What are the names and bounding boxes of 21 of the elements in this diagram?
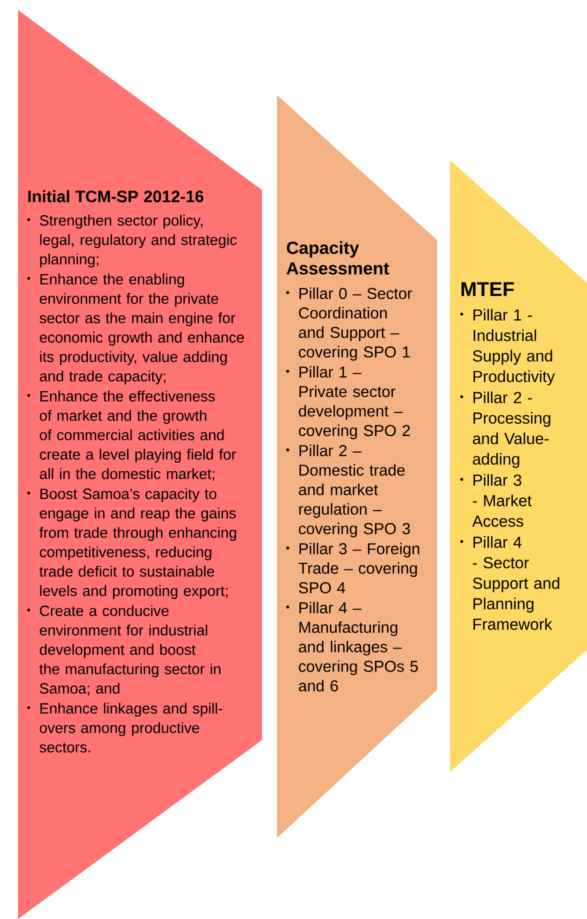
- bullet-item: Pillar 2 – Domestic trade and market regulation – covering SPO 3: [298, 444, 410, 538]
- bullet-item: Pillar 3 – Foreign Trade – covering SPO 4: [298, 542, 420, 594]
- heading: Initial TCM-SP 2012-16: [28, 190, 204, 202]
- bullet-item: Boost Samoa’s capacity to engage in and reap the gains from trade through enhancing competitiveness, reducing trade deficit to sustainable levels and promoting export;: [39, 488, 236, 600]
- bullet-item: Pillar 2 - Processing and Value-adding: [472, 391, 550, 468]
- bullet-item: Enhance linkages and spill-overs among productive sectors.: [40, 702, 222, 752]
- bullet-item: Pillar 3 - Market Access: [472, 474, 532, 527]
- bullet-item: Pillar 1 – Private sector development – covering SPO 2: [298, 366, 410, 440]
- chevron-shape: [277, 95, 437, 838]
- bullet-item: Pillar 0 – Sector Coordination and Support – covering SPO 1: [298, 287, 412, 361]
- bullet-item: Create a conducive environment for industrial development and boost the manufacturing sector in Samoa; and: [39, 605, 220, 696]
- bullet-item: Pillar 4 - Sector Support and Planning Framework: [472, 536, 560, 630]
- heading: Capacity Assessment: [286, 241, 390, 275]
- bullet-item: Enhance the enabling environment for the private sector as the main engine for economic growth and enhance its productivity, value adding and trade capacity;: [40, 274, 244, 384]
- heading: MTEF: [462, 282, 514, 296]
- chevron-shape: [450, 160, 587, 772]
- chevron-shape: [18, 10, 262, 919]
- bullet-item: Strengthen sector policy, legal, regulatory and strategic planning;: [40, 214, 237, 268]
- bullet-item: Enhance the effectiveness of market and the growth of commercial activities and create a level playing field for all in the domestic market;: [40, 390, 236, 481]
- bullet-item: Pillar 1 - Industrial Supply and Productivity: [472, 308, 555, 386]
- bullet-item: Pillar 4 – Manufacturing and linkages – covering SPOs 5 and 6: [298, 602, 418, 692]
